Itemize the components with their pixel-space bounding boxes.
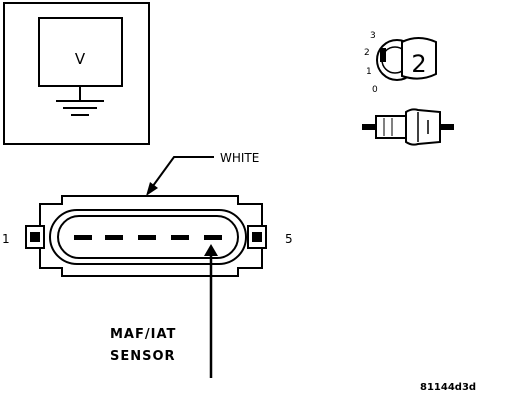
- switch-position-3: 3: [370, 31, 376, 41]
- switch-position-1: 1: [366, 67, 372, 77]
- switch-position-0: 0: [372, 85, 378, 95]
- meter-label: V: [75, 50, 86, 68]
- knob-number: 2: [411, 50, 426, 78]
- pin-right-label: 5: [285, 232, 293, 246]
- ground-symbol: [56, 86, 104, 116]
- pin-pointer-arrow: [204, 244, 218, 378]
- sensor-name-line1: MAF/IAT: [110, 327, 176, 342]
- pin-1: [74, 235, 92, 240]
- sensor-name-line2: SENSOR: [110, 349, 176, 364]
- pin-2: [105, 235, 123, 240]
- white-wire-callout: WHITE: [146, 151, 259, 196]
- pin-3: [138, 235, 156, 240]
- pin-5: [204, 235, 222, 240]
- switch-side-view: [362, 108, 454, 146]
- wire-color-label: WHITE: [220, 151, 259, 165]
- voltmeter-panel: V: [3, 2, 150, 145]
- switch-position-2: 2: [364, 48, 370, 58]
- pin-left-label: 1: [2, 232, 10, 246]
- ignition-switch: 3 2 1 0 2: [362, 31, 454, 146]
- figure-id: 81144d3d: [420, 382, 476, 393]
- meter-box: [38, 17, 123, 87]
- switch-knob: [401, 37, 437, 80]
- pin-4: [171, 235, 189, 240]
- sensor-connector: 1 5: [2, 195, 293, 277]
